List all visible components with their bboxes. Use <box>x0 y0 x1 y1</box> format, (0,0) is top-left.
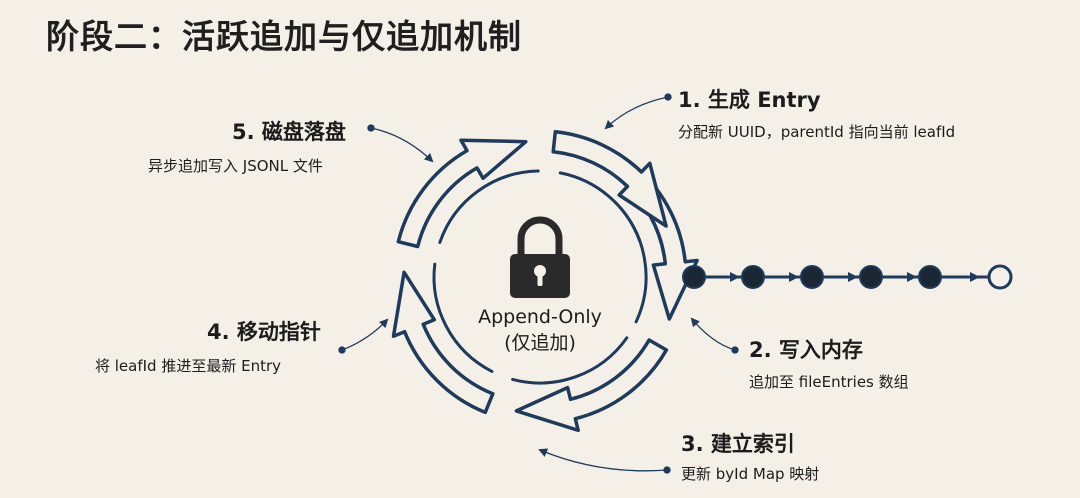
step-5-title: 5. 磁盘落盘 <box>232 120 346 144</box>
chain-node <box>682 265 706 289</box>
inner-arc-3 <box>432 262 494 373</box>
step-1-title: 1. 生成 Entry <box>678 88 821 112</box>
leader-step-5 <box>370 127 434 163</box>
cycle-arrow-2 <box>514 338 669 433</box>
step-5-desc: 异步追加写入 JSONL 文件 <box>148 157 323 175</box>
inner-arc-4 <box>438 169 540 244</box>
cycle-arrow-3 <box>391 270 495 415</box>
leader-step-3 <box>538 448 668 472</box>
append-only-line1: Append-Only <box>478 306 602 328</box>
chain-node <box>918 265 942 289</box>
append-only-line2: (仅追加) <box>504 332 576 354</box>
outer-cycle-arrows <box>391 130 699 433</box>
leader-step-2 <box>690 317 736 351</box>
step-4-title: 4. 移动指针 <box>207 320 321 344</box>
chain-node <box>859 265 883 289</box>
step-3-desc: 更新 byId Map 映射 <box>681 465 820 483</box>
page-title: 阶段二：活跃追加与仅追加机制 <box>46 17 522 56</box>
step-1-desc: 分配新 UUID，parentId 指向当前 leafId <box>678 123 956 141</box>
step-3-title: 3. 建立索引 <box>681 432 795 456</box>
lock-icon <box>510 216 570 298</box>
step-4-desc: 将 leafId 推进至最新 Entry <box>95 357 282 375</box>
entry-chain <box>682 264 1013 290</box>
leader-lines <box>338 93 739 474</box>
append-only-label: Append-Only (仅追加) <box>440 304 640 356</box>
leader-step-4 <box>341 318 389 351</box>
inner-arc-5 <box>558 171 642 243</box>
leader-step-1 <box>604 96 669 130</box>
cycle-arrow-4 <box>396 138 528 249</box>
cycle-arrow-5 <box>551 130 668 228</box>
chain-node-empty <box>987 264 1013 290</box>
step-2-title: 2. 写入内存 <box>749 338 863 362</box>
chain-node <box>741 265 765 289</box>
chain-node <box>800 265 824 289</box>
inner-cycle-arcs <box>432 169 648 385</box>
inner-arc-2 <box>511 336 629 385</box>
step-2-desc: 追加至 fileEntries 数组 <box>749 373 909 391</box>
